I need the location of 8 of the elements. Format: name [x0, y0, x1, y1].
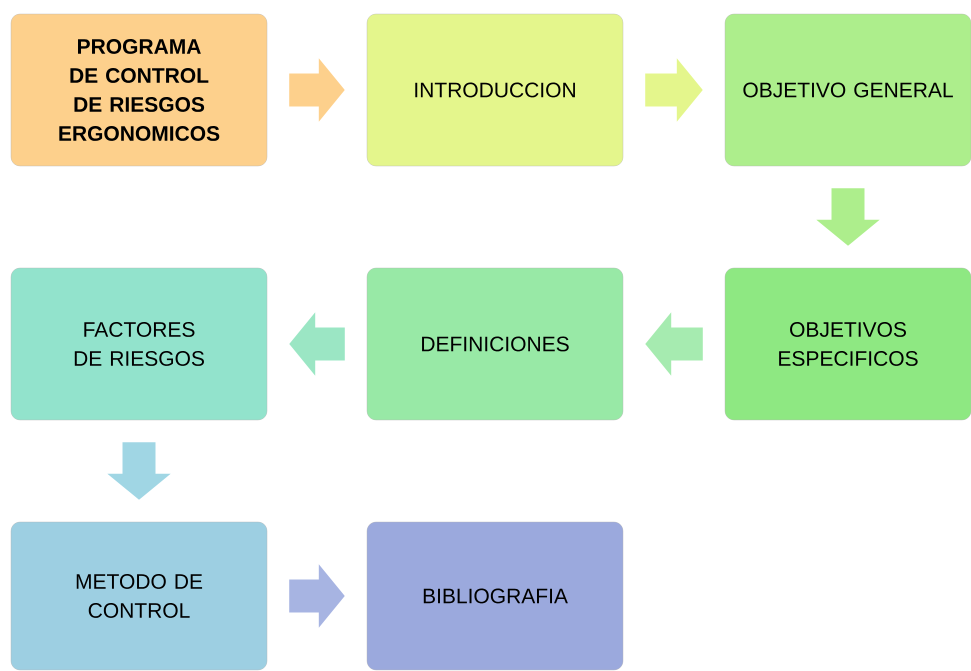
process-box: METODO DE CONTROL	[10, 522, 268, 670]
process-box: OBJETIVO GENERAL	[724, 14, 971, 166]
process-box: PROGRAMA DE CONTROL DE RIESGOS ERGONOMICOS	[10, 14, 268, 166]
process-box: OBJETIVOS ESPECIFICOS	[724, 268, 971, 420]
process-box: INTRODUCCION	[366, 14, 624, 166]
process-box: FACTORES DE RIESGOS	[10, 268, 268, 420]
process-box: BIBLIOGRAFIA	[366, 522, 624, 670]
process-box: DEFINICIONES	[366, 268, 624, 420]
